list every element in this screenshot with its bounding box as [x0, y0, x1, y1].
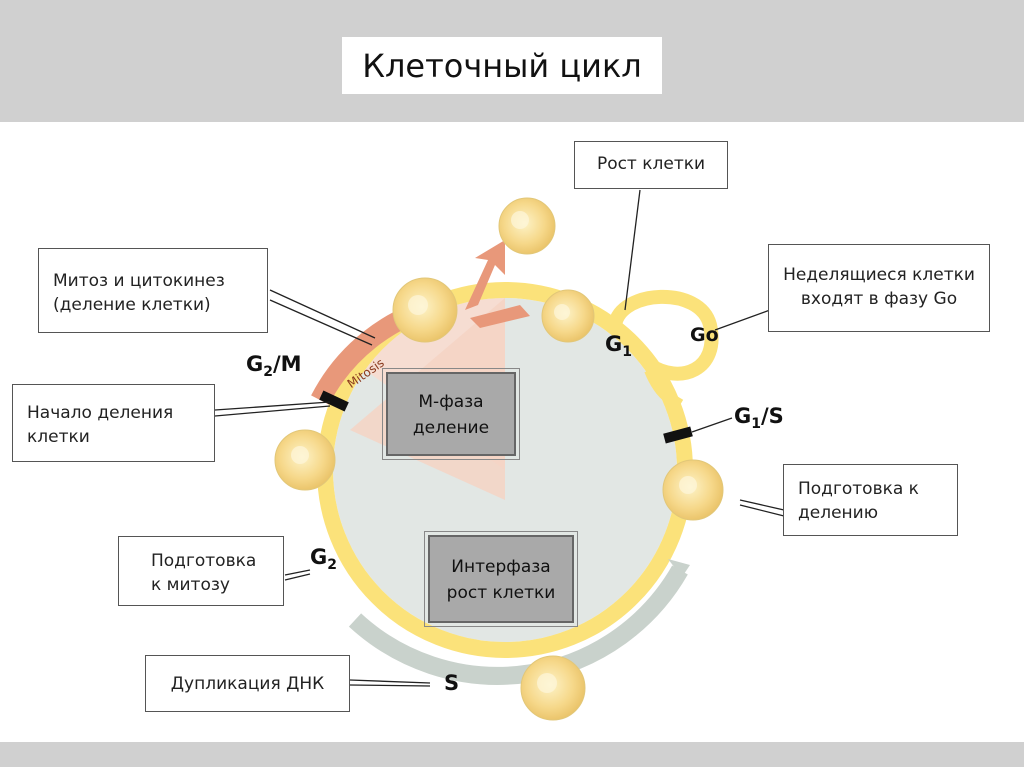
division-arrow-base: [470, 305, 530, 328]
m-phase-box: М-фаза деление: [382, 368, 520, 460]
phase-g2m: G2/M: [246, 352, 302, 381]
label-prep-mitosis: Подготовка к митозу: [118, 536, 284, 606]
phase-g1s: G1/S: [734, 404, 784, 433]
phase-g2: G2: [310, 545, 337, 574]
g1s-checkpoint: [663, 426, 693, 444]
phase-g1: G1: [605, 332, 632, 361]
phase-g0: Go: [690, 324, 719, 346]
label-division-start: Начало деления клетки: [12, 384, 215, 462]
leader-dna: [349, 679, 431, 687]
s-arc-arrowhead: [668, 559, 690, 577]
leader-prep-mitosis: [284, 569, 311, 581]
label-dna-duplication: Дупликация ДНК: [145, 655, 350, 712]
g2m-checkpoint: [319, 390, 349, 412]
phase-s: S: [444, 671, 460, 695]
division-arrow: [465, 240, 505, 310]
label-growth: Рост клетки: [574, 141, 728, 189]
leader-division-start: [214, 401, 331, 417]
label-nondividing: Неделящиеся клетки входят в фазу Go: [768, 244, 990, 332]
cell-daughter-top: [498, 197, 556, 255]
leader-mitosis: [269, 289, 376, 346]
label-prep-division: Подготовка к делению: [783, 464, 958, 536]
leader-g0: [714, 309, 771, 331]
label-mitosis: Митоз и цитокинез (деление клетки): [38, 248, 268, 333]
leader-prep-division: [739, 499, 785, 517]
leader-g1s: [691, 417, 733, 433]
footer-band: [0, 742, 1024, 767]
g0-return: [644, 367, 684, 411]
interphase-box: Интерфаза рост клетки: [424, 531, 578, 627]
leader-growth: [624, 189, 641, 311]
page-title: Клеточный цикл: [342, 37, 662, 94]
g0-loop: [608, 289, 719, 381]
